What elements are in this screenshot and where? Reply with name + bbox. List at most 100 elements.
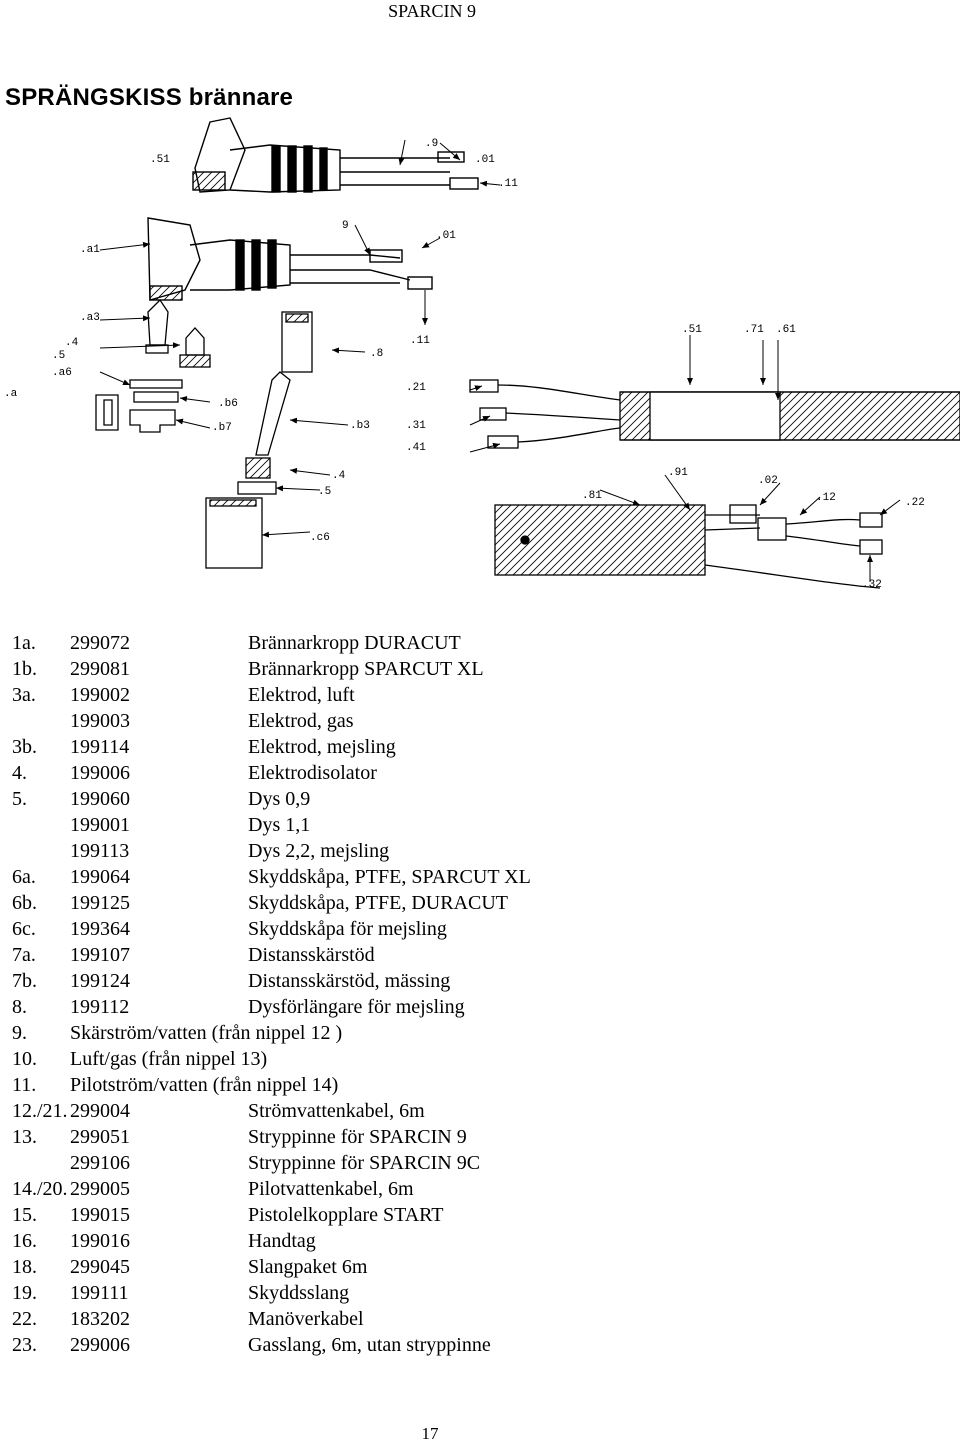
part-description: Skyddskåpa, PTFE, DURACUT: [248, 892, 509, 914]
part-description: Stryppinne för SPARCIN 9C: [248, 1152, 481, 1174]
label-a: .a: [4, 388, 18, 400]
part-description: Elektrod, gas: [248, 710, 354, 732]
page-title: SPRÄNGSKISS brännare: [5, 84, 294, 111]
part-description: Skyddskåpa, PTFE, SPARCUT XL: [248, 866, 531, 888]
parts-list-row: 18. 299045 Slangpaket 6m: [12, 1254, 712, 1280]
part-ref: 23.: [12, 1334, 37, 1356]
label-9-top: .9: [425, 138, 438, 150]
part-description: Stryppinne för SPARCIN 9: [248, 1126, 467, 1148]
label-16: .61: [776, 324, 796, 336]
part-description: Pistolelkopplare START: [248, 1204, 444, 1226]
part-number: 199006: [70, 762, 130, 784]
label-7b: .b7: [212, 422, 232, 434]
part-description: Elektrod, luft: [248, 684, 355, 706]
part-number: 299045: [70, 1256, 130, 1278]
page-number: 17: [421, 1424, 439, 1443]
cable-bundle: [469, 379, 960, 589]
label-6c: .c6: [310, 532, 330, 544]
label-19: .91: [668, 467, 688, 479]
part-number: 299081: [70, 658, 130, 680]
label-14: .41: [406, 442, 426, 454]
part-description: Brännarkropp DURACUT: [248, 632, 461, 654]
label-10-mid: .01: [436, 230, 456, 242]
part-ref: 8.: [12, 996, 27, 1018]
part-number: 199124: [70, 970, 130, 992]
torch-body-middle: [147, 217, 433, 301]
part-ref: 13.: [12, 1126, 37, 1148]
part-number: 299004: [70, 1100, 130, 1122]
label-6b: .b6: [218, 398, 238, 410]
part-description: Dys 0,9: [248, 788, 311, 810]
part-number: 199113: [70, 840, 130, 862]
part-number: 199114: [70, 736, 130, 758]
part-number: 183202: [70, 1308, 130, 1330]
part-ref: 3a.: [12, 684, 36, 706]
part-ref: 18.: [12, 1256, 37, 1278]
parts-list-row: 299106 Stryppinne för SPARCIN 9C: [12, 1150, 712, 1176]
part-description: Elektrod, mejsling: [248, 736, 396, 758]
part-ref: 5.: [12, 788, 27, 810]
part-number: 199064: [70, 866, 130, 888]
label-17: .71: [744, 324, 764, 336]
part-description: Skyddsslang: [248, 1282, 350, 1304]
parts-list-row: 15. 199015 Pistolelkopplare START: [12, 1202, 712, 1228]
part-description: Manöverkabel: [248, 1308, 364, 1330]
document-header: SPARCIN 9: [388, 1, 476, 21]
part-number: 199060: [70, 788, 130, 810]
part-description: Distansskärstöd: [248, 944, 375, 966]
part-ref: 11.: [12, 1074, 37, 1096]
part-ref: 15.: [12, 1204, 37, 1226]
part-ref: 16.: [12, 1230, 37, 1252]
part-ref: 1b.: [12, 658, 37, 680]
label-4-left: .4: [65, 337, 79, 349]
exploded-view-drawing: .51 .9 .01 .11 9 .01 .a1 .a3 .4 .5 .a6 .…: [4, 117, 960, 591]
part-description: Gasslang, 6m, utan stryppinne: [248, 1334, 491, 1356]
label-3a: .a3: [80, 312, 100, 324]
part-number: 199015: [70, 1204, 130, 1226]
part-number: Skärström/vatten (från nippel 12 ): [70, 1022, 343, 1044]
part-ref: 10.: [12, 1048, 37, 1070]
part-number: 199002: [70, 684, 130, 706]
label-11-top: .11: [498, 178, 518, 190]
label-6a: .a6: [52, 367, 72, 379]
parts-list-row: 3b. 199114 Elektrod, mejsling: [12, 734, 712, 760]
part-number: 199016: [70, 1230, 130, 1252]
part-ref: 6b.: [12, 892, 37, 914]
label-15-top: .51: [150, 154, 170, 166]
part-description: Dysförlängare för mejsling: [248, 996, 465, 1018]
part-ref: 14./20.: [12, 1178, 68, 1200]
part-number: 299106: [70, 1152, 130, 1174]
part-ref: 22.: [12, 1308, 37, 1330]
label-12: .21: [406, 382, 426, 394]
part-description: Elektrodisolator: [248, 762, 377, 784]
label-11-mid: .11: [410, 335, 430, 347]
label-13: .31: [406, 420, 426, 432]
part-ref: 3b.: [12, 736, 37, 758]
part-labels: .51 .9 .01 .11 9 .01 .a1 .a3 .4 .5 .a6 .…: [4, 138, 925, 591]
part-description: Slangpaket 6m: [248, 1256, 368, 1278]
part-ref: 4.: [12, 762, 27, 784]
part-description: Distansskärstöd, mässing: [248, 970, 451, 992]
part-description: Pilotvattenkabel, 6m: [248, 1178, 414, 1200]
label-5-left: .5: [52, 350, 65, 362]
parts-list-row: 11.Pilotström/vatten (från nippel 14): [12, 1072, 712, 1098]
label-18: .81: [582, 490, 602, 502]
consumable-parts: [95, 298, 313, 569]
label-4-low: .4: [332, 470, 346, 482]
parts-list-row: 4. 199006 Elektrodisolator: [12, 760, 712, 786]
label-32: .32: [862, 579, 882, 591]
